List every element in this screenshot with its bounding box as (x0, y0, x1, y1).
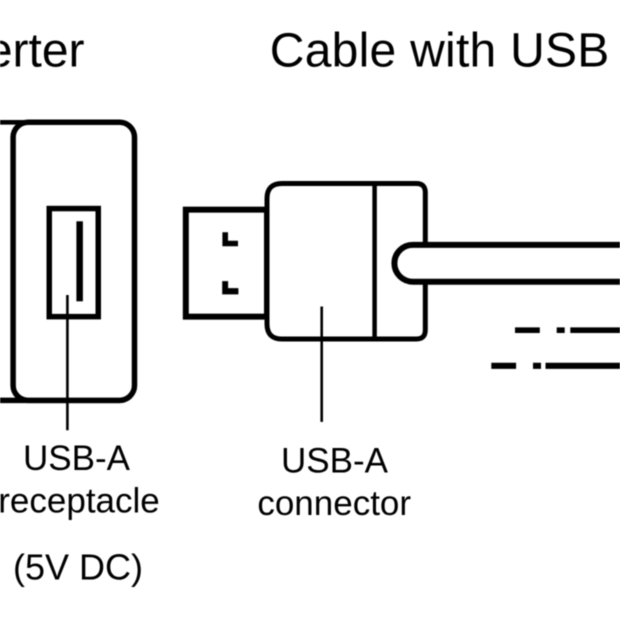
svg-text:Cable with USB: Cable with USB (270, 25, 610, 78)
svg-text:(5V DC): (5V DC) (13, 547, 143, 588)
svg-text:receptacle: receptacle (0, 482, 160, 521)
svg-text:USB-A: USB-A (23, 439, 131, 478)
svg-text:USB-A: USB-A (281, 442, 389, 481)
svg-text:connector: connector (257, 484, 411, 523)
svg-text:erter: erter (0, 25, 85, 78)
